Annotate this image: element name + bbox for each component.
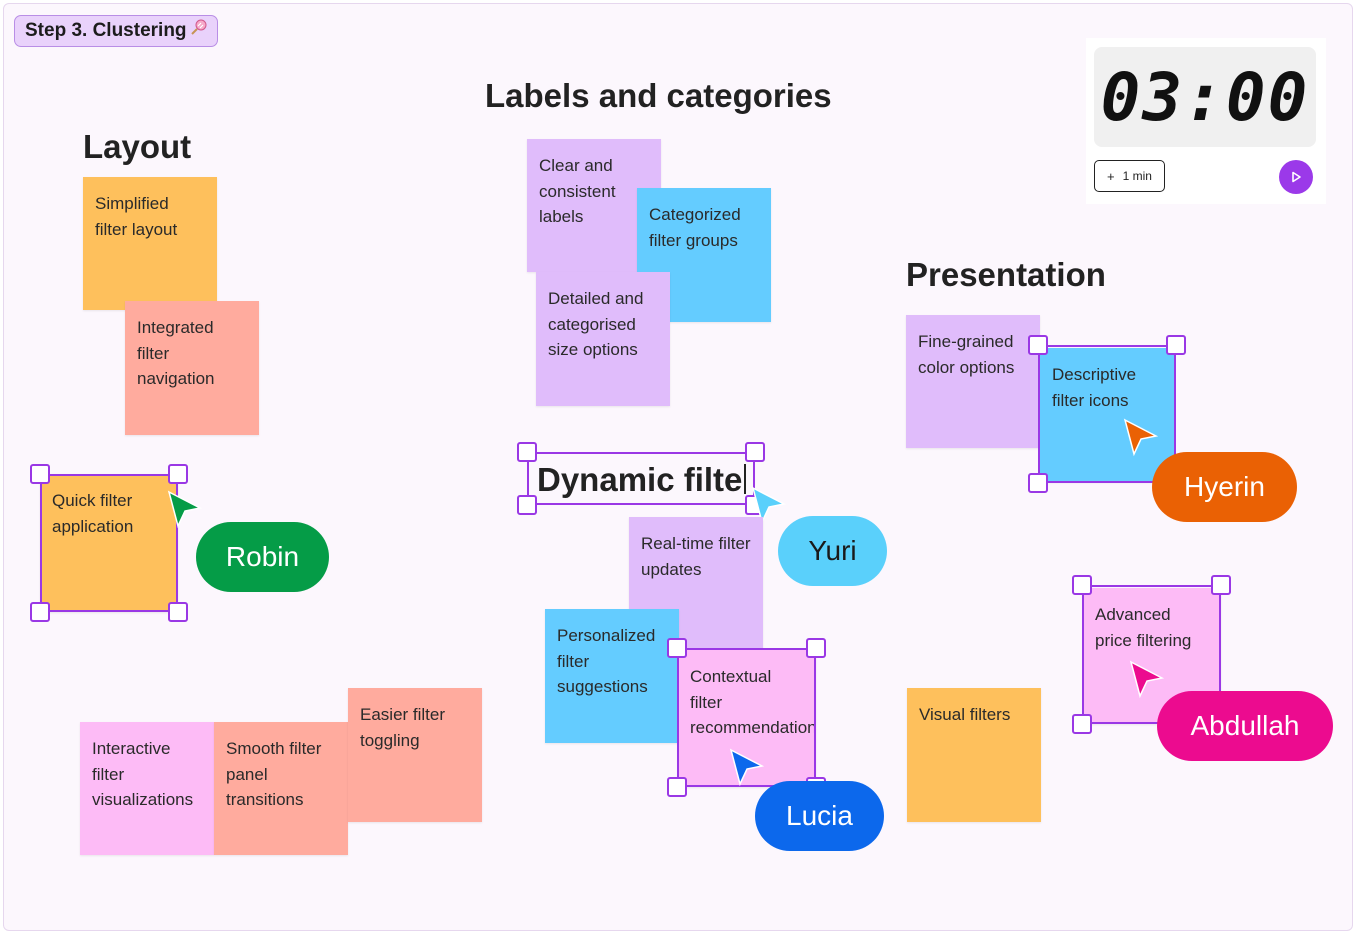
- sticky-descriptive-filter-icons[interactable]: Descriptive filter icons: [1040, 348, 1174, 482]
- sticky-quick-filter-application[interactable]: Quick filter application: [40, 474, 178, 612]
- collaborator-abdullah-label: Abdullah: [1157, 691, 1333, 761]
- text-caret: [744, 464, 747, 494]
- step-label-text: Step 3. Clustering: [25, 20, 187, 41]
- heading-dynamic-text: Dynamic filte: [537, 461, 743, 498]
- cursor-abdullah-icon: [1129, 660, 1164, 699]
- lollipop-icon: [190, 16, 207, 46]
- sticky-visual-filters[interactable]: Visual filters: [907, 688, 1041, 822]
- cursor-robin-icon: [167, 490, 202, 529]
- sticky-smooth-filter-panel-transitions[interactable]: Smooth filter panel transitions: [214, 722, 348, 855]
- play-button[interactable]: [1279, 160, 1313, 194]
- add-minute-label: 1 min: [1122, 169, 1152, 183]
- heading-dynamic-filters[interactable]: Dynamic filte: [537, 461, 747, 499]
- sticky-integrated-filter-navigation[interactable]: Integrated filter navigation: [125, 301, 259, 435]
- sticky-fine-grained-color-options[interactable]: Fine-grained color options: [906, 315, 1040, 448]
- sticky-simplified-filter-layout[interactable]: Simplified filter layout: [83, 177, 217, 310]
- cursor-lucia-icon: [729, 748, 764, 787]
- add-one-minute-button[interactable]: + 1 min: [1094, 160, 1165, 192]
- cursor-hyerin-icon: [1123, 418, 1158, 457]
- timer-widget: 03:00 + 1 min: [1086, 38, 1326, 204]
- collaborator-hyerin-label: Hyerin: [1152, 452, 1297, 522]
- cursor-yuri-icon: [751, 486, 786, 525]
- plus-icon: +: [1107, 168, 1115, 184]
- heading-layout: Layout: [83, 128, 192, 165]
- sticky-easier-filter-toggling[interactable]: Easier filter toggling: [348, 688, 482, 822]
- collaborator-yuri-label: Yuri: [778, 516, 887, 586]
- sticky-interactive-filter-visualizations[interactable]: Interactive filter visualizations: [80, 722, 214, 855]
- collaborator-lucia-label: Lucia: [755, 781, 884, 851]
- heading-labels-and-categories: Labels and categories: [485, 77, 832, 114]
- timer-display: 03:00: [1094, 47, 1316, 147]
- step-label[interactable]: Step 3. Clustering: [14, 15, 218, 47]
- sticky-personalized-filter-suggestions[interactable]: Personalized filter suggestions: [545, 609, 679, 743]
- collaborator-robin-label: Robin: [196, 522, 329, 592]
- play-icon: [1292, 171, 1301, 183]
- heading-presentation: Presentation: [906, 256, 1106, 293]
- sticky-detailed-size-options[interactable]: Detailed and categorised size options: [536, 272, 670, 406]
